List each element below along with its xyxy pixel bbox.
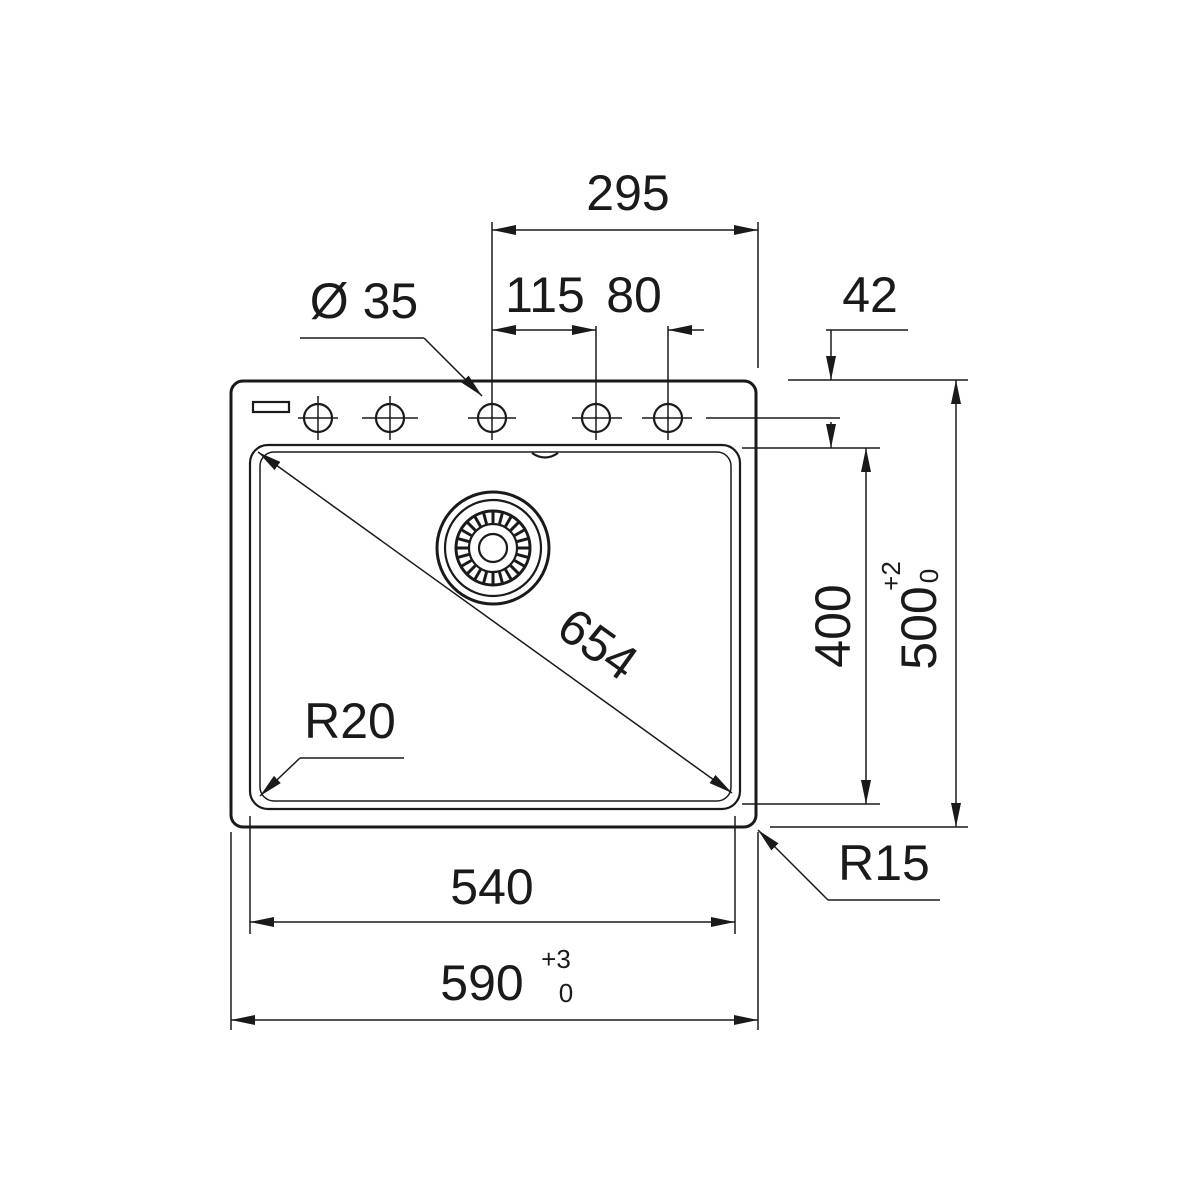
logo-plate xyxy=(251,400,291,414)
strainer-slot xyxy=(457,537,470,543)
dim-hole-diameter: Ø 35 xyxy=(300,273,483,397)
sink-outer-rim xyxy=(229,379,758,829)
dim-400: 400 xyxy=(742,448,880,805)
dim-500-tol-lower: 0 xyxy=(914,569,944,583)
strainer-slot xyxy=(482,571,488,584)
tap-hole-1 xyxy=(298,396,338,440)
dim-42-label: 42 xyxy=(842,267,898,323)
tap-hole-3 xyxy=(468,396,516,440)
strainer-slot xyxy=(498,571,504,584)
dim-590-label: 590 xyxy=(440,955,523,1011)
dim-r20-label: R20 xyxy=(304,693,396,749)
dim-590-tol-upper: +3 xyxy=(541,944,571,974)
strainer-slot xyxy=(461,528,473,537)
tap-hole-2 xyxy=(362,396,418,440)
dim-500-label: 500 xyxy=(891,586,947,669)
dim-590: 590 +3 0 xyxy=(230,832,759,1030)
strainer-slot xyxy=(498,512,504,525)
strainer-slot xyxy=(513,528,525,537)
dim-295: 295 xyxy=(491,165,759,396)
strainer-slot xyxy=(473,516,482,528)
dim-654-label: 654 xyxy=(548,597,648,691)
strainer-slot xyxy=(513,559,525,568)
dim-400-label: 400 xyxy=(805,584,861,667)
strainer-slot xyxy=(509,564,520,575)
dim-r20: R20 xyxy=(259,693,404,797)
dim-r15: R15 xyxy=(757,829,940,901)
tap-hole-4 xyxy=(572,396,622,440)
strainer-slot xyxy=(504,568,513,580)
strainer-slot xyxy=(482,512,488,525)
dim-590-tol-lower: 0 xyxy=(559,978,573,1008)
strainer-slot xyxy=(509,521,520,532)
dim-540: 540 xyxy=(249,816,736,934)
strainer-slot xyxy=(457,553,470,559)
dim-500-tol-upper: +2 xyxy=(876,561,906,591)
overflow-slot xyxy=(531,452,559,459)
tap-hole-5 xyxy=(642,396,692,440)
dim-500: 500 +2 0 xyxy=(770,380,968,828)
dim-42: 42 xyxy=(742,267,968,449)
dim-115-label: 115 xyxy=(505,267,585,323)
strainer-slot xyxy=(516,553,529,559)
strainer-slot xyxy=(504,516,513,528)
strainer-slot xyxy=(473,568,482,580)
strainer-slot xyxy=(516,537,529,543)
strainer-slot xyxy=(466,564,477,575)
drain-strainer xyxy=(435,490,551,606)
dim-540-label: 540 xyxy=(450,859,533,915)
strainer-slot xyxy=(466,521,477,532)
dim-295-label: 295 xyxy=(586,165,669,221)
dim-hole-diameter-label: Ø 35 xyxy=(310,273,418,329)
tap-holes xyxy=(298,396,840,440)
strainer-slots xyxy=(457,512,529,584)
dim-115-80: 115 80 xyxy=(492,267,704,396)
dim-r15-label: R15 xyxy=(838,835,930,891)
sink-bowl-outer xyxy=(248,443,742,811)
strainer-slot xyxy=(461,559,473,568)
dim-80-label: 80 xyxy=(606,267,662,323)
